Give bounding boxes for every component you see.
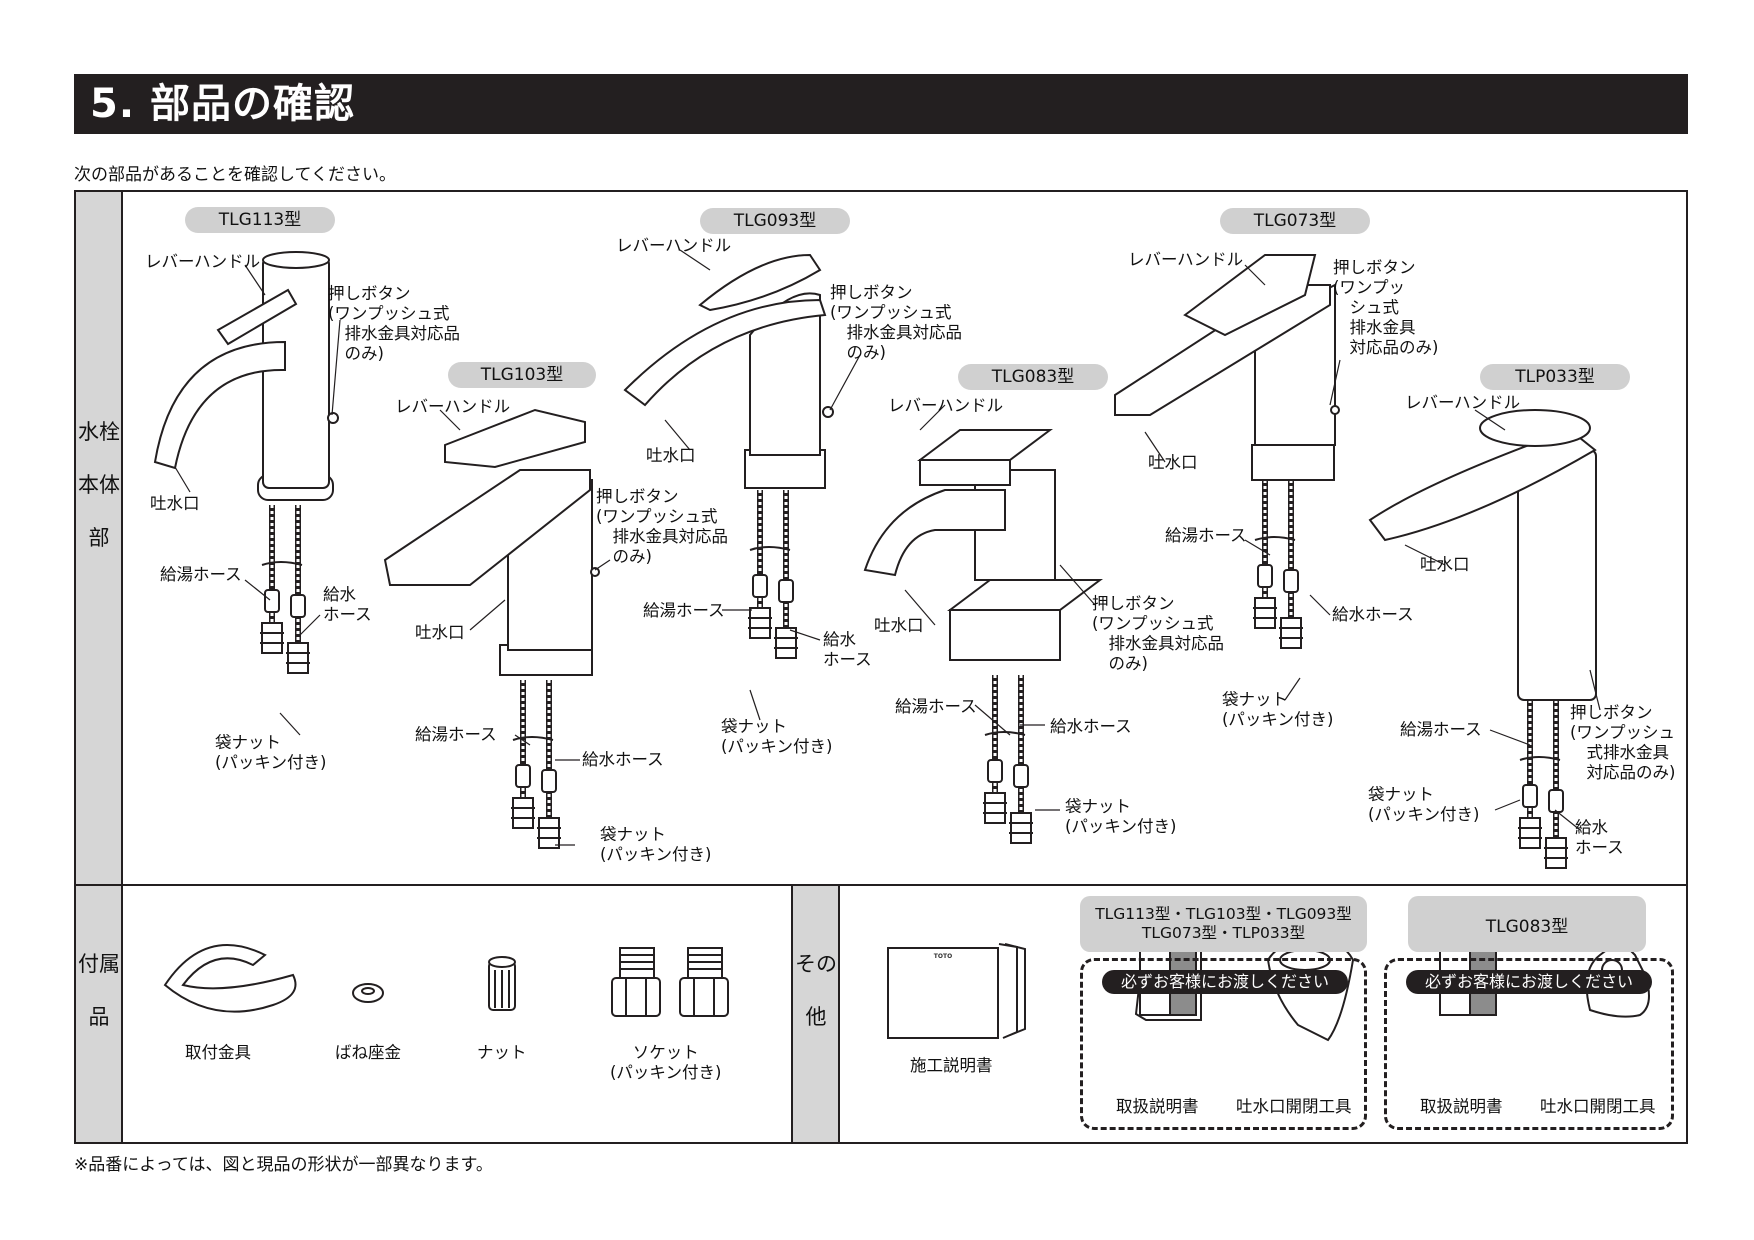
faucet-tlg073-drawing bbox=[1114, 254, 1340, 648]
section-header: 5. 部品の確認 bbox=[74, 74, 1688, 134]
body-side-header: 水栓本体部 bbox=[76, 192, 122, 884]
lever-handle-label: レバーハンドル bbox=[1128, 250, 1244, 269]
installation-manual-drawing: TOTO bbox=[887, 943, 1026, 1039]
spout-label: 吐水口 bbox=[415, 623, 465, 642]
model-tlg103-tag: TLG103型 bbox=[448, 362, 596, 388]
table-divider bbox=[838, 886, 840, 1142]
handover-banner: 必ずお客様にお渡しください bbox=[1406, 970, 1652, 994]
handover-banner: 必ずお客様にお渡しください bbox=[1102, 970, 1348, 994]
spout-label: 吐水口 bbox=[646, 446, 696, 465]
cap-nut-label: 袋ナット (パッキン付き) bbox=[215, 733, 327, 772]
lever-handle-label: レバーハンドル bbox=[888, 396, 1004, 415]
model-group-box: TLG083型 bbox=[1408, 896, 1646, 952]
accessories-side-header: 付属品 bbox=[76, 886, 122, 1142]
faucet-tlg103-drawing bbox=[383, 408, 600, 848]
table-divider bbox=[121, 192, 123, 1142]
handover-group-a bbox=[1080, 958, 1367, 1130]
model-tlg073-tag: TLG073型 bbox=[1220, 208, 1370, 234]
page-title: 5. 部品の確認 bbox=[90, 81, 355, 127]
faucet-tlg093-drawing bbox=[623, 253, 834, 658]
hot-hose-label: 給湯ホース bbox=[1165, 526, 1247, 545]
footnote: ※品番によっては、図と現品の形状が一部異なります。 bbox=[74, 1155, 493, 1175]
faucet-tlp033-drawing bbox=[1368, 409, 1597, 868]
intro-text: 次の部品があることを確認してください。 bbox=[74, 165, 396, 185]
cold-hose-label: 給水ホース bbox=[1050, 717, 1132, 736]
push-button-label: 押しボタン (ワンプッ シュ式 排水金具 対応品のみ) bbox=[1333, 258, 1439, 357]
hot-hose-label: 給湯ホース bbox=[1400, 720, 1482, 739]
cap-nut-label: 袋ナット (パッキン付き) bbox=[721, 717, 833, 756]
faucet-tlg083-drawing bbox=[863, 429, 1103, 843]
cap-nut-label: 袋ナット (パッキン付き) bbox=[600, 825, 712, 864]
hot-hose-label: 給湯ホース bbox=[160, 565, 242, 584]
spout-label: 吐水口 bbox=[150, 494, 200, 513]
model-tlg093-tag: TLG093型 bbox=[700, 208, 850, 234]
push-button-label: 押しボタン (ワンプッシュ 式排水金具 対応品のみ) bbox=[1570, 703, 1676, 782]
parts-table bbox=[74, 190, 1688, 1144]
push-button-label: 押しボタン (ワンプッシュ式 排水金具対応品 のみ) bbox=[1092, 594, 1224, 673]
leader-lines bbox=[174, 249, 1601, 846]
mounting-bracket-drawing bbox=[163, 944, 297, 1013]
accessory-label: ばね座金 bbox=[335, 1043, 401, 1062]
model-tlg083-tag: TLG083型 bbox=[958, 364, 1108, 390]
svg-text:TOTO: TOTO bbox=[934, 953, 952, 960]
lever-handle-label: レバーハンドル bbox=[145, 252, 261, 271]
user-manual-label: 取扱説明書 bbox=[1116, 1097, 1199, 1116]
spout-label: 吐水口 bbox=[874, 616, 924, 635]
table-divider bbox=[791, 886, 793, 1142]
cold-hose-label: 給水 ホース bbox=[323, 585, 372, 624]
hot-hose-label: 給湯ホース bbox=[415, 725, 497, 744]
push-button-label: 押しボタン (ワンプッシュ式 排水金具対応品 のみ) bbox=[830, 283, 962, 362]
accessory-label: 取付金具 bbox=[185, 1043, 251, 1062]
push-button-label: 押しボタン (ワンプッシュ式 排水金具対応品 のみ) bbox=[596, 487, 728, 566]
lever-handle-label: レバーハンドル bbox=[1405, 393, 1521, 412]
accessory-label: ナット bbox=[477, 1043, 527, 1062]
other-side-header: その他 bbox=[793, 886, 839, 1142]
spout-label: 吐水口 bbox=[1148, 453, 1198, 472]
accessory-label: ソケット (パッキン付き) bbox=[610, 1043, 722, 1082]
accessories-side-label: 付属品 bbox=[78, 952, 120, 1029]
cold-hose-label: 給水ホース bbox=[582, 750, 664, 769]
spout-tool-label: 吐水口開閉工具 bbox=[1540, 1097, 1656, 1116]
cap-nut-label: 袋ナット (パッキン付き) bbox=[1222, 690, 1334, 729]
spout-label: 吐水口 bbox=[1420, 555, 1470, 574]
faucet-tlg113-drawing bbox=[153, 251, 339, 673]
cold-hose-label: 給水 ホース bbox=[1575, 818, 1624, 857]
cap-nut-label: 袋ナット (パッキン付き) bbox=[1065, 797, 1177, 836]
push-button-label: 押しボタン (ワンプッシュ式 排水金具対応品 のみ) bbox=[328, 284, 460, 363]
cap-nut-label: 袋ナット (パッキン付き) bbox=[1368, 785, 1480, 824]
other-side-label: その他 bbox=[795, 952, 837, 1029]
hot-hose-label: 給湯ホース bbox=[895, 697, 977, 716]
cold-hose-label: 給水 ホース bbox=[823, 630, 872, 669]
accessory-drawings bbox=[163, 944, 729, 1017]
socket-drawing bbox=[611, 947, 729, 1017]
cold-hose-label: 給水ホース bbox=[1332, 605, 1414, 624]
model-tlp033-tag: TLP033型 bbox=[1480, 364, 1630, 390]
model-group-box: TLG113型・TLG103型・TLG093型 TLG073型・TLP033型 bbox=[1080, 896, 1367, 952]
lever-handle-label: レバーハンドル bbox=[395, 397, 511, 416]
installation-manual-label: 施工説明書 bbox=[910, 1056, 993, 1075]
user-manual-label: 取扱説明書 bbox=[1420, 1097, 1503, 1116]
model-tlg113-tag: TLG113型 bbox=[185, 207, 335, 233]
handover-group-b bbox=[1384, 958, 1674, 1130]
body-side-label: 水栓本体部 bbox=[78, 420, 120, 550]
lever-handle-label: レバーハンドル bbox=[616, 236, 732, 255]
spout-tool-label: 吐水口開閉工具 bbox=[1236, 1097, 1352, 1116]
table-divider bbox=[76, 884, 1686, 886]
hot-hose-label: 給湯ホース bbox=[643, 601, 725, 620]
